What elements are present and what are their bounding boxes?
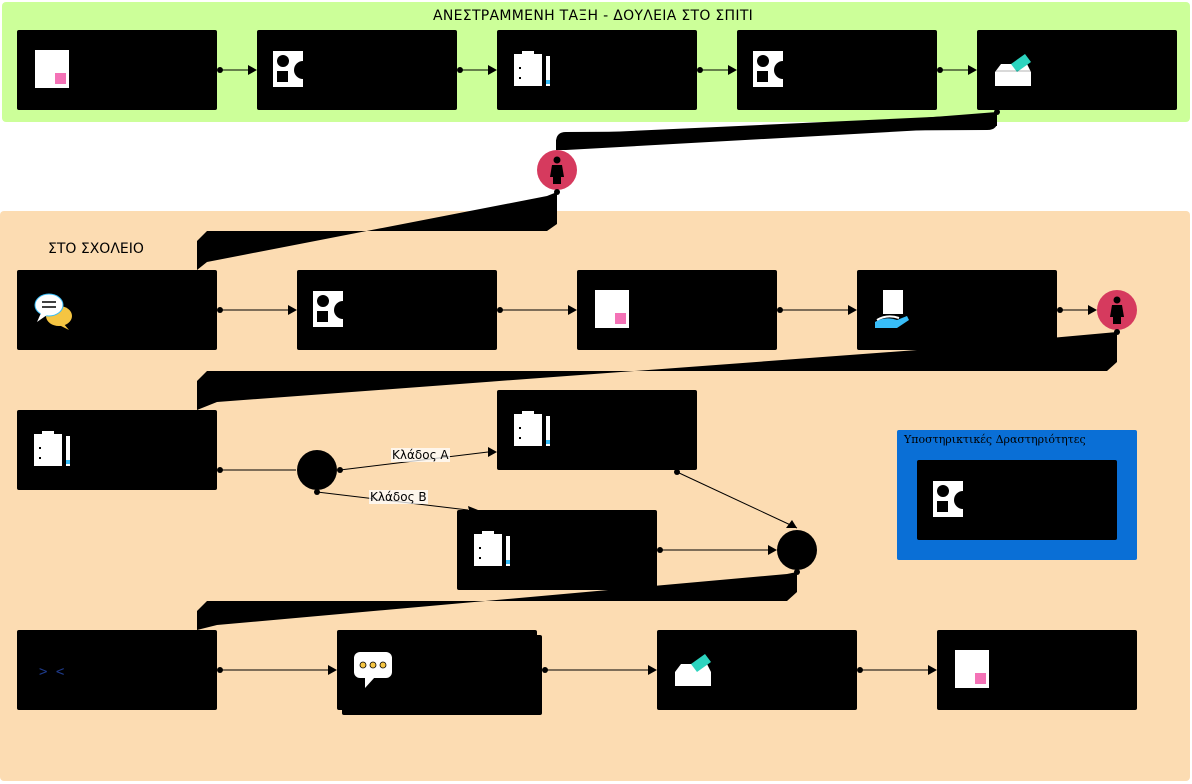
actor-student-2[interactable] — [1097, 290, 1137, 330]
arrow-head — [1088, 305, 1097, 315]
port-dot — [337, 467, 343, 473]
port-dot — [554, 189, 560, 195]
hand-document-icon — [875, 290, 909, 328]
school-task-5[interactable] — [17, 410, 217, 490]
actor-student-1[interactable] — [537, 150, 577, 190]
port-dot — [217, 67, 223, 73]
merge-gateway[interactable] — [777, 530, 817, 570]
school-task-8[interactable] — [657, 630, 857, 710]
arrow-head — [928, 665, 937, 675]
arrow-head — [568, 305, 577, 315]
port-dot — [217, 307, 223, 313]
port-dot — [994, 109, 1000, 115]
person-icon — [1110, 296, 1124, 324]
home-task-3[interactable] — [497, 30, 697, 110]
split-gateway[interactable] — [297, 450, 337, 490]
shapes-icon — [313, 291, 352, 327]
arrow-head — [848, 305, 857, 315]
code-brackets-icon: > < — [39, 664, 64, 680]
school-task-6[interactable]: > < — [17, 630, 217, 710]
branch-b-task[interactable] — [457, 510, 657, 590]
home-task-4[interactable] — [737, 30, 937, 110]
port-dot — [217, 667, 223, 673]
school-task-4[interactable] — [857, 270, 1057, 350]
document-icon — [955, 650, 989, 688]
school-task-1[interactable] — [17, 270, 217, 350]
port-dot — [857, 667, 863, 673]
branch-a-label: Κλάδος Α — [391, 448, 450, 462]
arrow-head — [248, 65, 257, 75]
port-dot — [497, 307, 503, 313]
port-dot — [794, 569, 800, 575]
arrow-head — [968, 65, 977, 75]
port-dot — [697, 67, 703, 73]
port-dot — [777, 307, 783, 313]
clipboard-pencil-icon — [474, 531, 510, 566]
shapes-icon — [273, 51, 312, 87]
shapes-icon — [933, 481, 972, 517]
port-dot — [457, 67, 463, 73]
school-task-2[interactable] — [297, 270, 497, 350]
clipboard-pencil-icon — [514, 411, 550, 446]
svg-text:> <: > < — [39, 664, 64, 680]
arrow-head — [328, 665, 337, 675]
port-dot — [1114, 329, 1120, 335]
speech-bubble-dots-icon — [354, 652, 392, 688]
school-lane-title: ΣΤΟ ΣΧΟΛΕΙΟ — [48, 241, 144, 257]
support-lane-title: Υποστηρικτικές Δραστηριότητες — [904, 433, 1086, 446]
home-task-2[interactable] — [257, 30, 457, 110]
arrow-head — [648, 665, 657, 675]
arrow-head — [768, 545, 777, 555]
clipboard-pencil-icon — [34, 431, 70, 466]
ballot-box-icon — [995, 54, 1031, 86]
ballot-box-icon — [675, 654, 711, 686]
support-task[interactable] — [917, 460, 1117, 540]
port-dot — [314, 489, 320, 495]
support-lane: Υποστηρικτικές Δραστηριότητες — [897, 430, 1137, 560]
school-task-7[interactable] — [337, 630, 537, 710]
home-lane-title: ΑΝΕΣΤΡΑΜΜΕΝΗ ΤΑΞΗ - ΔΟΥΛΕΙΑ ΣΤΟ ΣΠΙΤΙ — [433, 8, 754, 24]
port-dot — [1057, 307, 1063, 313]
arrow-head — [728, 65, 737, 75]
home-task-5[interactable] — [977, 30, 1177, 110]
arrow-head — [288, 305, 297, 315]
shapes-icon — [753, 51, 792, 87]
clipboard-pencil-icon — [514, 51, 550, 86]
home-task-1[interactable] — [17, 30, 217, 110]
arrow-head — [488, 447, 497, 457]
chat-bubbles-icon — [34, 293, 72, 330]
port-dot — [937, 67, 943, 73]
arrow-head — [488, 65, 497, 75]
person-icon — [550, 156, 564, 184]
port-dot — [217, 467, 223, 473]
school-task-9[interactable] — [937, 630, 1137, 710]
branch-b-label: Κλάδος Β — [369, 490, 428, 504]
school-task-3[interactable] — [577, 270, 777, 350]
port-dot — [657, 547, 663, 553]
document-icon — [595, 290, 629, 328]
document-icon — [35, 50, 69, 88]
branch-a-task[interactable] — [497, 390, 697, 470]
port-dot — [674, 469, 680, 475]
port-dot — [542, 667, 548, 673]
